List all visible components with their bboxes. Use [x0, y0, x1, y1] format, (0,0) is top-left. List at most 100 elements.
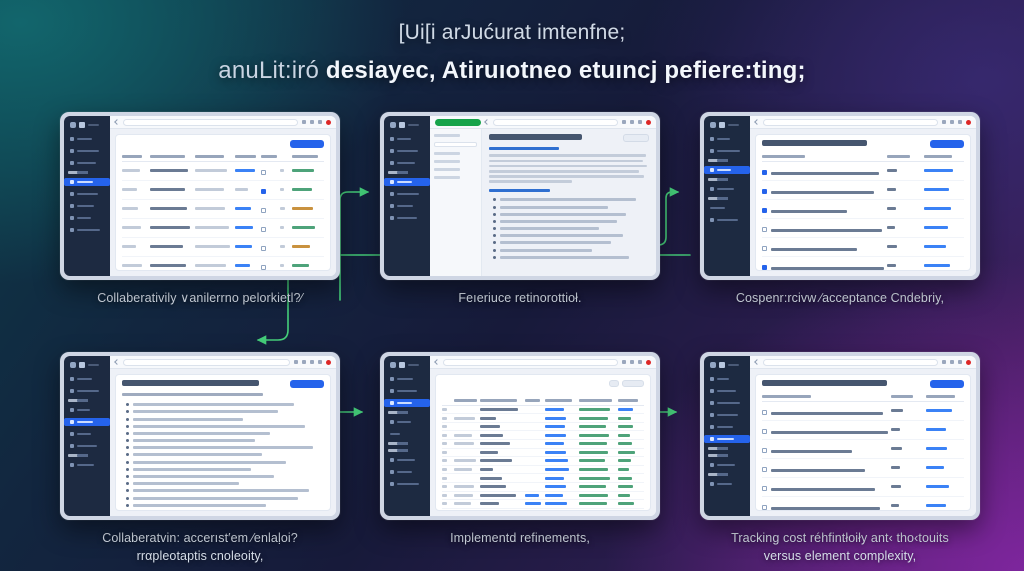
sidebar-item-2[interactable]: [708, 147, 746, 155]
primary-button[interactable]: [290, 380, 324, 389]
download-icon[interactable]: [950, 360, 954, 365]
back-arrow-icon[interactable]: [754, 359, 760, 365]
sidebar-item-6[interactable]: [388, 456, 426, 464]
back-arrow-icon[interactable]: [484, 119, 490, 125]
sidebar-item-active[interactable]: [64, 418, 110, 427]
sidebar-item-1[interactable]: [708, 135, 746, 143]
row-checkbox[interactable]: [261, 207, 267, 213]
edit-icon[interactable]: [942, 360, 946, 365]
sidebar-item-3[interactable]: [68, 406, 106, 414]
outline-item[interactable]: [434, 176, 460, 179]
sidebar-item-7[interactable]: [388, 468, 426, 476]
sidebar-item-6[interactable]: [388, 202, 426, 210]
sidebar-item-active[interactable]: [704, 166, 750, 174]
date-range-select[interactable]: [622, 380, 644, 388]
row-checkbox[interactable]: [261, 226, 267, 232]
sidebar-item-1[interactable]: [388, 375, 426, 383]
sidebar-item-5[interactable]: [708, 185, 746, 193]
sidebar-item-2[interactable]: [68, 147, 106, 155]
sidebar-subitem-1[interactable]: [68, 171, 88, 174]
panel-6-browser-chrome[interactable]: [750, 356, 976, 370]
sidebar-item-4[interactable]: [388, 418, 426, 426]
row-checkbox[interactable]: [762, 188, 767, 194]
help-icon[interactable]: [318, 360, 322, 365]
panel-4-list[interactable]: [122, 401, 324, 507]
sidebar-item-2[interactable]: [388, 387, 426, 395]
back-arrow-icon[interactable]: [114, 119, 120, 125]
address-bar[interactable]: [443, 358, 618, 366]
address-bar[interactable]: [123, 358, 290, 366]
panel-1-audit-requirements[interactable]: [60, 112, 340, 280]
back-arrow-icon[interactable]: [434, 359, 440, 365]
row-checkbox[interactable]: [762, 409, 767, 415]
sidebar-item-8[interactable]: [708, 216, 746, 224]
help-icon[interactable]: [638, 360, 642, 365]
avatar[interactable]: [646, 119, 651, 125]
sidebar-subitem-1[interactable]: [68, 399, 88, 403]
panel-5-execution-timeline[interactable]: [380, 352, 660, 521]
filter-button[interactable]: [609, 380, 619, 388]
row-checkbox[interactable]: [762, 264, 767, 270]
help-icon[interactable]: [638, 120, 642, 124]
sidebar-subitem-3[interactable]: [708, 197, 728, 200]
sidebar-item-7[interactable]: [388, 214, 426, 222]
sidebar-item-5[interactable]: [388, 190, 426, 198]
download-icon[interactable]: [310, 120, 314, 124]
panel-3-reviewer-checklist[interactable]: [700, 112, 980, 280]
help-icon[interactable]: [958, 360, 962, 365]
sidebar-subitem-1[interactable]: [388, 411, 408, 415]
panel-6-sidebar[interactable]: [704, 356, 750, 517]
panel-4-comment-resolution[interactable]: [60, 352, 340, 521]
back-arrow-icon[interactable]: [754, 119, 760, 125]
panel-1-browser-chrome[interactable]: [110, 116, 336, 129]
avatar[interactable]: [326, 359, 331, 365]
sidebar-subitem-2[interactable]: [388, 442, 408, 446]
menu-icon[interactable]: [294, 360, 298, 365]
panel-6-checklist-table[interactable]: [762, 393, 964, 511]
panel-5-browser-chrome[interactable]: [430, 356, 656, 370]
panel-1-table[interactable]: [122, 153, 324, 270]
panel-3-sidebar[interactable]: [704, 116, 750, 276]
sidebar-item-1[interactable]: [68, 135, 106, 143]
outline-item[interactable]: [434, 152, 460, 155]
row-checkbox[interactable]: [762, 245, 767, 251]
edit-icon[interactable]: [622, 120, 626, 124]
edit-icon[interactable]: [302, 360, 306, 365]
sidebar-item-8[interactable]: [388, 480, 426, 488]
row-checkbox[interactable]: [261, 169, 267, 175]
panel-5-sidebar[interactable]: [384, 356, 430, 517]
outline-item[interactable]: [434, 168, 460, 171]
panel-4-browser-chrome[interactable]: [110, 356, 336, 370]
sidebar-item-5[interactable]: [68, 430, 106, 438]
panel-3-checklist-table[interactable]: [762, 153, 964, 270]
sidebar-subitem-3[interactable]: [708, 473, 728, 477]
panel-2-automated-documentation[interactable]: [380, 112, 660, 280]
row-checkbox[interactable]: [762, 447, 767, 453]
row-checkbox[interactable]: [261, 264, 267, 270]
outline-item[interactable]: [434, 160, 460, 163]
primary-button[interactable]: [290, 140, 324, 148]
sidebar-item-active[interactable]: [384, 399, 430, 408]
sidebar-item-5[interactable]: [68, 190, 106, 198]
secondary-button[interactable]: [623, 134, 649, 142]
row-checkbox[interactable]: [762, 207, 767, 213]
panel-3-browser-chrome[interactable]: [750, 116, 976, 129]
sidebar-item-active[interactable]: [704, 435, 750, 444]
row-checkbox[interactable]: [762, 485, 767, 491]
sidebar-item-1[interactable]: [388, 135, 426, 143]
sidebar-item-5[interactable]: [708, 423, 746, 431]
row-checkbox[interactable]: [762, 504, 767, 510]
sidebar-item-active[interactable]: [384, 178, 430, 186]
panel-2-browser-chrome[interactable]: [430, 116, 656, 129]
sidebar-item-3[interactable]: [388, 159, 426, 167]
sidebar-item-4[interactable]: [708, 411, 746, 419]
panel-2-sidebar[interactable]: [384, 116, 430, 276]
sidebar-item-2[interactable]: [708, 387, 746, 395]
panel-2-outline-nav[interactable]: [430, 129, 482, 276]
edit-icon[interactable]: [622, 360, 626, 365]
sidebar-subitem-1[interactable]: [388, 171, 408, 174]
sidebar-item-1[interactable]: [708, 375, 746, 383]
row-checkbox[interactable]: [762, 169, 767, 175]
sidebar-item-2[interactable]: [68, 387, 106, 395]
sidebar-subitem-1[interactable]: [708, 447, 728, 451]
